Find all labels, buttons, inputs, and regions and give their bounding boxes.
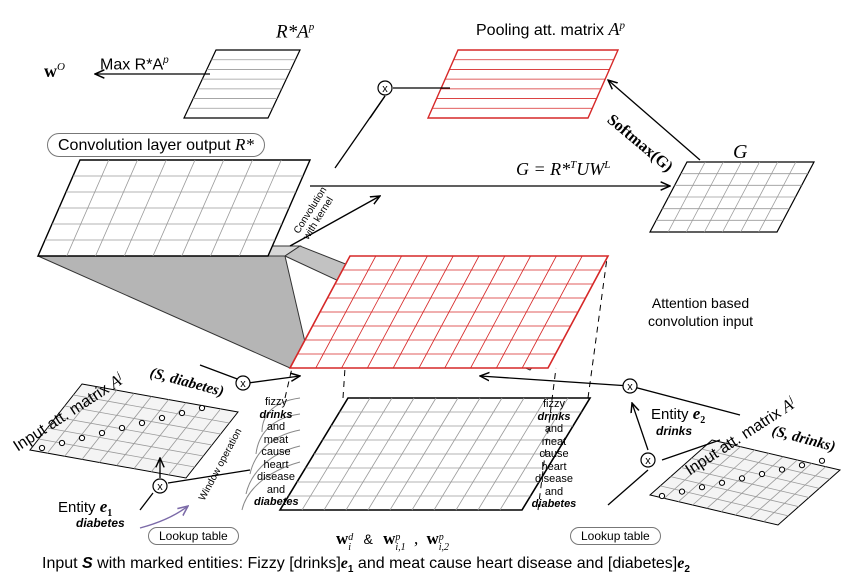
- multiply-node-left-entity: x: [152, 478, 168, 494]
- attention-dot: [138, 419, 146, 427]
- right-lookup-pill: Lookup table: [570, 527, 661, 545]
- left-entity-label: Entity e1: [58, 497, 113, 519]
- flow-arrows: [95, 74, 741, 511]
- embedding-matrix: [278, 397, 592, 511]
- word-token: and: [266, 483, 286, 496]
- window-operation-arcs: [241, 397, 301, 511]
- svg-text:x: x: [627, 381, 633, 393]
- pooling-matrix: [426, 49, 620, 119]
- lookup-arrow: [139, 506, 188, 529]
- multiply-node-right-entity: x: [640, 452, 656, 468]
- attention-dot: [658, 492, 666, 500]
- attention-dot: [118, 424, 126, 432]
- attention-dot: [158, 414, 166, 422]
- attention-dot: [758, 470, 766, 478]
- word-token: meat: [263, 433, 289, 446]
- attention-dot: [678, 488, 686, 495]
- conv-output-matrix: [36, 159, 312, 257]
- caption: Input S with marked entities: Fizzy [dri…: [42, 555, 690, 576]
- conv-output-pill: Convolution layer output R*: [47, 133, 265, 157]
- attention-dot: [38, 444, 46, 452]
- left-lookup-pill: Lookup table: [148, 527, 239, 545]
- svg-text:x: x: [645, 455, 651, 467]
- multiply-node-right: x: [622, 378, 638, 394]
- word-token: heart: [541, 460, 567, 473]
- multiply-nodes: x x x x x: [152, 80, 656, 494]
- svg-text:x: x: [157, 481, 163, 493]
- right-att-matrix: [648, 439, 842, 526]
- left-att-dots: [38, 404, 206, 452]
- svg-text:x: x: [382, 83, 388, 95]
- rstar-ap-matrix: [183, 49, 301, 119]
- attention-dot: [698, 484, 706, 491]
- attention-dot: [738, 475, 746, 482]
- attention-dot: [778, 466, 786, 473]
- attention-dot: [98, 429, 106, 437]
- g-equation: G = R*TUWL: [516, 159, 611, 179]
- word-token: drinks: [537, 410, 571, 423]
- word-token: drinks: [259, 408, 293, 421]
- word-token: diabetes: [531, 498, 577, 510]
- attention-input-matrix: [288, 255, 610, 369]
- word-token: fizzy: [543, 398, 565, 410]
- right-entity-word: drinks: [656, 424, 693, 438]
- right-att-dots: [658, 457, 826, 500]
- word-token: heart: [263, 458, 289, 471]
- g-matrix-title: G: [733, 141, 748, 163]
- word-token: disease: [257, 471, 295, 483]
- attention-dot: [798, 462, 806, 469]
- word-token: and: [544, 423, 564, 435]
- word-token: disease: [535, 473, 573, 485]
- word-token: fizzy: [265, 396, 287, 408]
- pooling-matrix-title: Pooling att. matrix Ap: [476, 19, 626, 39]
- word-token: cause: [261, 446, 291, 458]
- word-token: cause: [539, 448, 569, 460]
- attention-dot: [718, 479, 726, 486]
- multiply-node-top: x: [377, 80, 393, 96]
- left-att-matrix: [29, 383, 239, 479]
- word-token: and: [544, 485, 564, 498]
- word-token: diabetes: [254, 496, 299, 508]
- output-weight-label: wO: [44, 61, 65, 81]
- word-token: meat: [541, 435, 567, 448]
- svg-text:x: x: [240, 378, 246, 390]
- rstar-ap-title: R*Ap: [276, 21, 315, 43]
- attention-dot: [58, 439, 66, 447]
- word-token: and: [266, 421, 286, 433]
- attention-dot: [818, 457, 826, 464]
- multiply-node-left: x: [235, 375, 251, 391]
- projection-lines: [284, 257, 608, 511]
- attention-dot: [78, 434, 86, 442]
- g-matrix: [649, 161, 815, 233]
- left-entity-word: diabetes: [76, 516, 125, 530]
- attention-dot: [198, 404, 206, 412]
- attention-dot: [178, 409, 186, 417]
- max-pooling-label: Max R*Ap: [100, 55, 169, 74]
- right-entity-label: Entity e2: [651, 404, 706, 426]
